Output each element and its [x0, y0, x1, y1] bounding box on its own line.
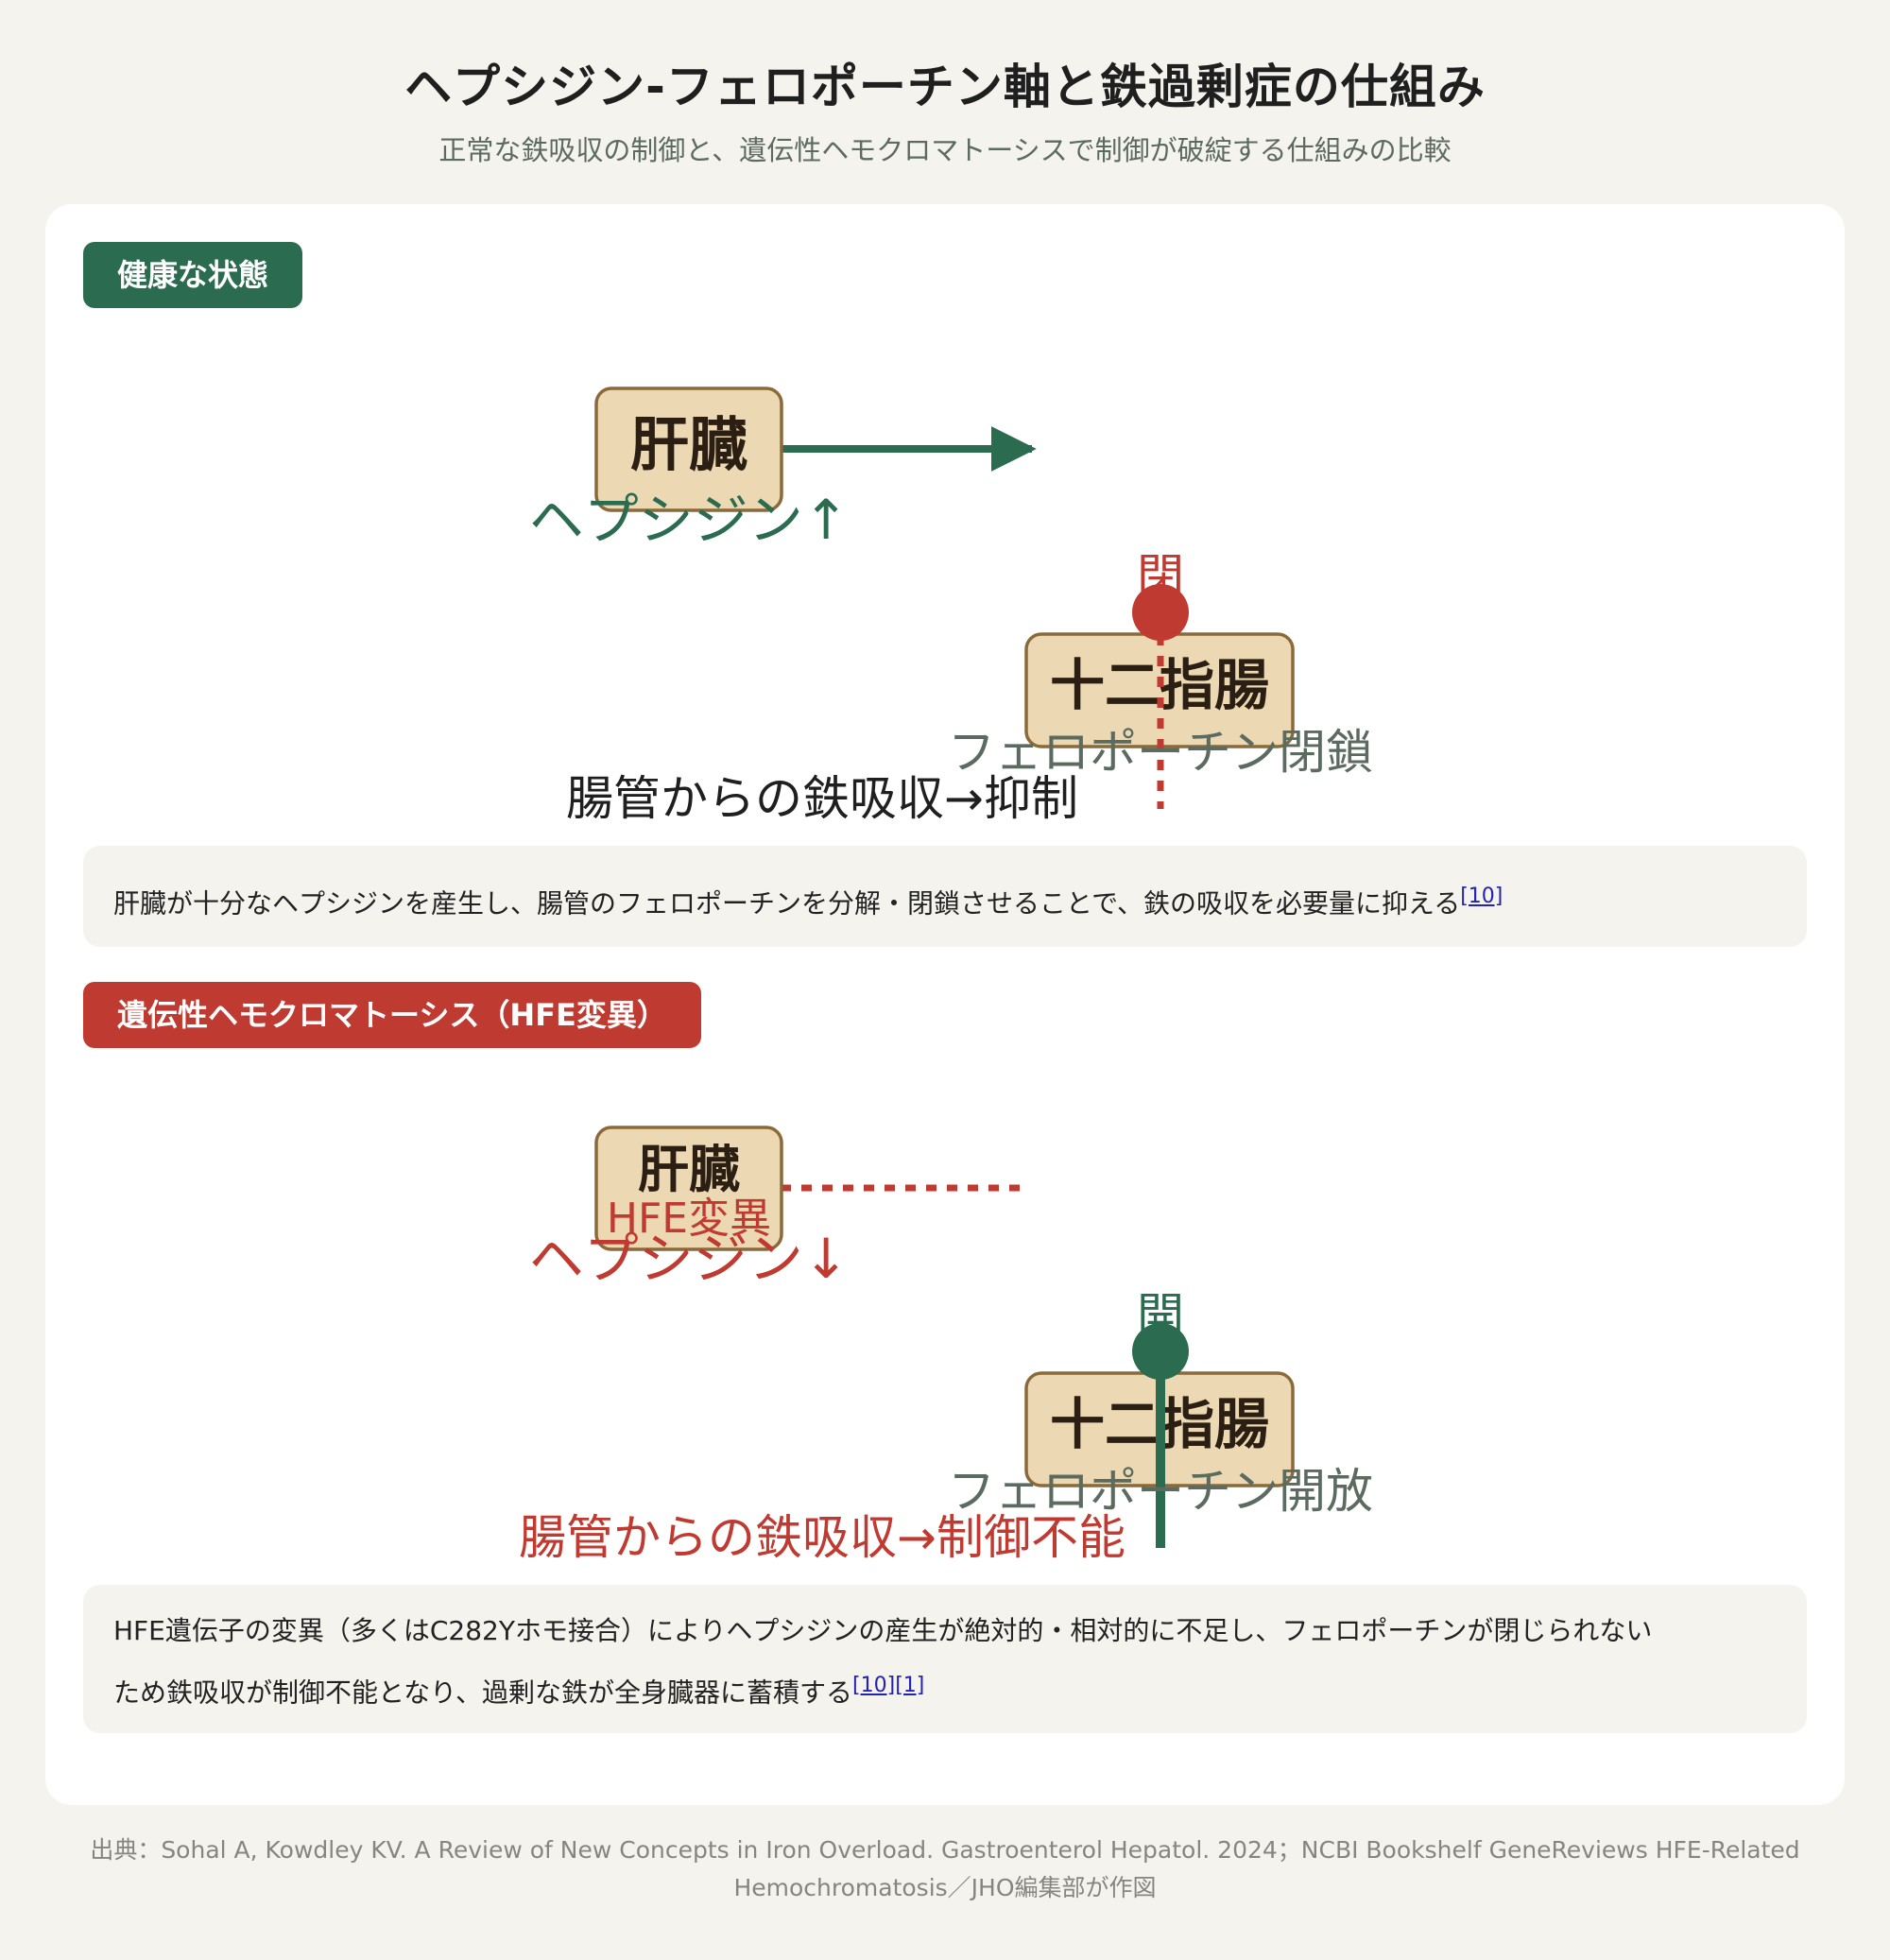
healthy-state-badge: 健康な状態: [83, 242, 303, 308]
source-citation: 出典：Sohal A, Kowdley KV. A Review of New …: [90, 1836, 1800, 1901]
citation-ref[interactable]: [10]: [852, 1674, 896, 1697]
citation-ref[interactable]: [1]: [895, 1674, 925, 1697]
healthy-explanation-text: 肝臓が十分なヘプシジンを産生し、腸管のフェロポーチンを分解・閉鎖させることで、鉄…: [113, 887, 1461, 920]
page-subtitle: 正常な鉄吸収の制御と、遺伝性ヘモクロマトーシスで制御が破綻する仕組みの比較: [438, 134, 1452, 166]
hemochromatosis-explanation-text: ため鉄吸収が制御不能となり、過剰な鉄が全身臓器に蓄積する: [113, 1676, 853, 1709]
citation-ref[interactable]: [10]: [1460, 885, 1503, 908]
hemochromatosis-explanation-line2: ため鉄吸収が制御不能となり、過剰な鉄が全身臓器に蓄積する[10][1]: [113, 1659, 1777, 1720]
hemochromatosis-explanation-line1: HFE遺伝子の変異（多くはC282Yホモ接合）によりヘプシジンの産生が絶対的・相…: [113, 1615, 1653, 1646]
page-title: ヘプシジン-フェロポーチン軸と鉄過剰症の仕組み: [404, 60, 1486, 114]
hemochromatosis-badge: 遺伝性ヘモクロマトーシス（HFE変異）: [83, 982, 701, 1048]
healthy-explanation: 肝臓が十分なヘプシジンを産生し、腸管のフェロポーチンを分解・閉鎖させることで、鉄…: [83, 846, 1807, 947]
hemochromatosis-explanation: HFE遺伝子の変異（多くはC282Yホモ接合）によりヘプシジンの産生が絶対的・相…: [83, 1585, 1807, 1733]
